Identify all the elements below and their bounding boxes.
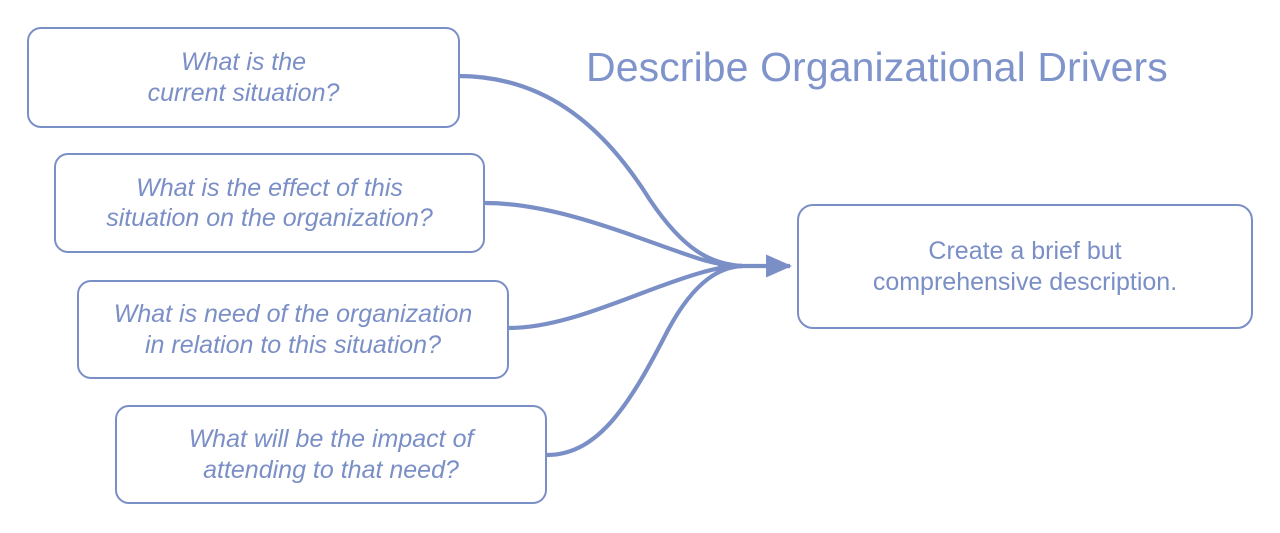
question-box-impact-of-attending[interactable]: What will be the impact of attending to … [115,405,547,504]
connector-effect-on-org [484,200,743,269]
page-title: Describe Organizational Drivers [586,44,1168,90]
question-box-current-situation[interactable]: What is the current situation? [27,27,460,128]
question-box-organization-need[interactable]: What is need of the organization in rela… [77,280,509,379]
question-label: What will be the impact of attending to … [188,425,474,484]
connector-impact-of-attending [546,263,743,458]
outcome-label: Create a brief but comprehensive descrip… [872,237,1178,296]
outcome-box-create-description[interactable]: Create a brief but comprehensive descrip… [797,204,1253,329]
question-label: What is the current situation? [147,48,340,107]
question-label: What is the effect of this situation on … [106,173,433,233]
connector-org-need [508,263,743,331]
question-label: What is need of the organization in rela… [113,300,473,359]
question-box-effect-on-organization[interactable]: What is the effect of this situation on … [54,153,485,253]
connector-current-situation [457,73,743,269]
